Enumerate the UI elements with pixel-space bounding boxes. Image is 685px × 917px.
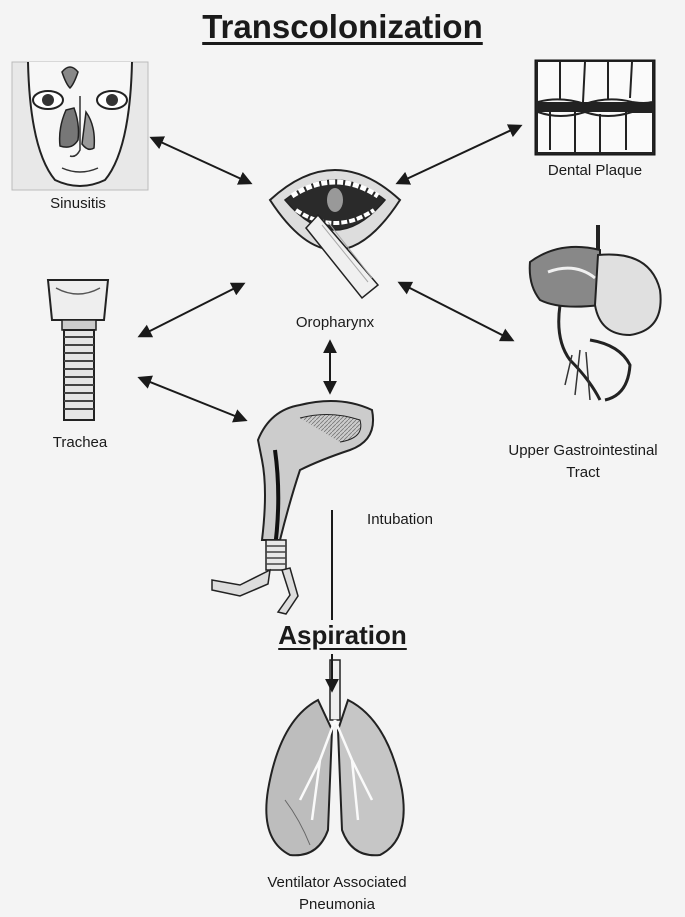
label-sinusitis: Sinusitis (18, 193, 138, 215)
label-upper-gi: Upper Gastrointestinal Tract (488, 440, 678, 484)
lungs-icon (266, 660, 403, 855)
arrow-upper-gi-oropharynx (400, 283, 512, 340)
trachea-icon (48, 280, 108, 420)
arrow-sinusitis-oropharynx (152, 138, 250, 183)
label-trachea: Trachea (30, 432, 130, 454)
main-title: Transcolonization (0, 8, 685, 46)
label-vap: Ventilator Associated Pneumonia (222, 872, 452, 916)
label-intubation: Intubation (350, 509, 450, 531)
label-upper-gi-line1: Upper Gastrointestinal (488, 440, 678, 462)
label-vap-line2: Pneumonia (222, 894, 452, 916)
arrow-trachea-oropharynx (140, 284, 243, 336)
aspiration-label: Aspiration (0, 620, 685, 651)
stomach-liver-icon (530, 225, 661, 400)
label-vap-line1: Ventilator Associated (222, 872, 452, 894)
label-oropharynx: Oropharynx (265, 312, 405, 334)
label-upper-gi-line2: Tract (488, 462, 678, 484)
face-sinus-icon (12, 62, 148, 190)
arrow-dental-oropharynx (398, 126, 520, 183)
open-mouth-icon (270, 170, 400, 298)
teeth-icon (535, 60, 655, 155)
arrow-trachea-intubation (140, 378, 245, 420)
label-dental-plaque: Dental Plaque (520, 160, 670, 182)
airway-cross-section-icon (212, 401, 373, 614)
